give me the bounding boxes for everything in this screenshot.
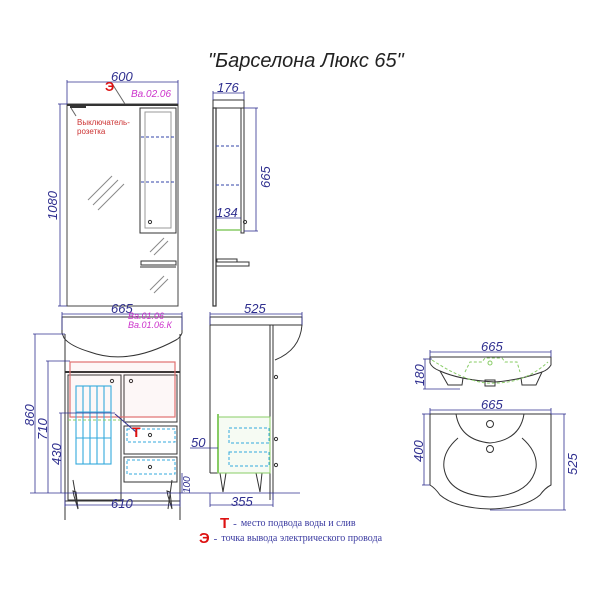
mirror-cabinet-depth-dimension: 134 <box>216 205 238 220</box>
vanity-model-code-1: Ва.01.06 <box>128 311 165 321</box>
mirror-side-view <box>212 99 250 307</box>
water-point-marker: Т <box>132 424 141 440</box>
vanity-side-depth-dimension: 525 <box>244 301 266 316</box>
electric-point-marker: Э <box>105 79 115 94</box>
switch-note-line2: розетка <box>77 127 106 137</box>
switch-socket-note: Выключатель- розетка <box>77 118 130 136</box>
water-marker-icon: Т <box>220 515 230 532</box>
mirror-front-view <box>66 84 179 307</box>
vanity-front-view <box>61 316 183 520</box>
basin-width-dimension: 665 <box>481 339 503 354</box>
legend-electric-text: точка вывода электрического провода <box>221 533 383 544</box>
legend-electric: Э - точка вывода электрического провода <box>199 530 382 547</box>
basin-bowl-depth-dimension: 400 <box>411 440 426 462</box>
mirror-cabinet-height-dimension: 665 <box>258 166 273 188</box>
electric-marker-icon: Э <box>199 530 210 547</box>
mirror-model-code: Ва.02.06 <box>131 89 172 100</box>
leg-height-dimension: 100 <box>182 476 193 493</box>
basin-side-view <box>429 356 552 387</box>
mirror-width-dimension: 600 <box>111 69 133 84</box>
vanity-side-view <box>209 316 303 500</box>
back-offset-dimension: 50 <box>191 435 206 450</box>
vanity-base-width-dimension: 610 <box>111 496 133 511</box>
water-outlet-height-dimension: 430 <box>49 443 64 465</box>
vanity-top-width-dimension: 665 <box>111 301 133 316</box>
switch-note-line1: Выключатель- <box>77 118 130 127</box>
drawing-title: "Барселона Люкс 65" <box>208 50 404 72</box>
vanity-base-depth-dimension: 355 <box>231 494 253 509</box>
legend-dash: - <box>213 532 218 545</box>
vanity-body-height-dimension: 710 <box>35 418 50 440</box>
basin-height-dimension: 180 <box>412 364 427 386</box>
basin-top-width-dimension: 665 <box>481 397 503 412</box>
basin-top-view <box>429 413 552 510</box>
basin-total-depth-dimension: 525 <box>565 453 580 475</box>
vanity-model-code-2: Ва.01.06.К <box>128 320 172 330</box>
mirror-depth-dimension: 176 <box>217 80 239 95</box>
mirror-height-dimension: 1080 <box>45 191 60 220</box>
legend-water-text: место подвода воды и слив <box>240 518 356 529</box>
legend-water: Т - место подвода воды и слив <box>220 515 356 532</box>
legend-dash: - <box>233 517 237 530</box>
